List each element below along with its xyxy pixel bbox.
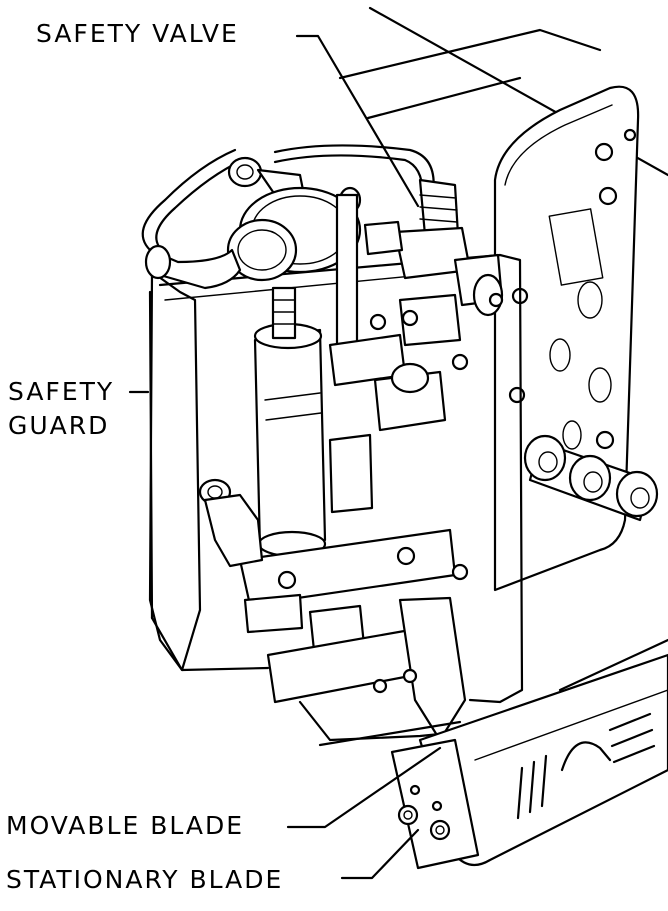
leader-safety-valve <box>295 34 420 208</box>
label-movable-blade: MOVABLE BLADE <box>6 811 245 840</box>
safety-guard-plate <box>148 253 524 704</box>
valve-body-top <box>144 186 362 382</box>
panel-window <box>548 208 604 286</box>
elbow-fitting-left <box>198 478 264 568</box>
side-fittings <box>523 434 659 522</box>
mounting-brackets <box>238 293 469 634</box>
label-stationary-blade: STATIONARY BLADE <box>6 865 284 894</box>
panel-screw <box>594 142 614 162</box>
air-cylinder <box>253 286 327 558</box>
blade-assembly <box>266 596 482 747</box>
label-safety-guard-line2: GUARD <box>8 411 110 440</box>
leader-stationary-blade <box>340 828 420 880</box>
leader-movable-blade <box>286 746 442 829</box>
machine-bed <box>418 653 668 867</box>
safety-valve <box>363 178 504 317</box>
label-safety-valve: SAFETY VALVE <box>36 19 239 48</box>
leader-lines <box>128 34 442 880</box>
label-safety-guard-line1: SAFETY <box>8 377 115 406</box>
side-panel <box>493 85 640 592</box>
